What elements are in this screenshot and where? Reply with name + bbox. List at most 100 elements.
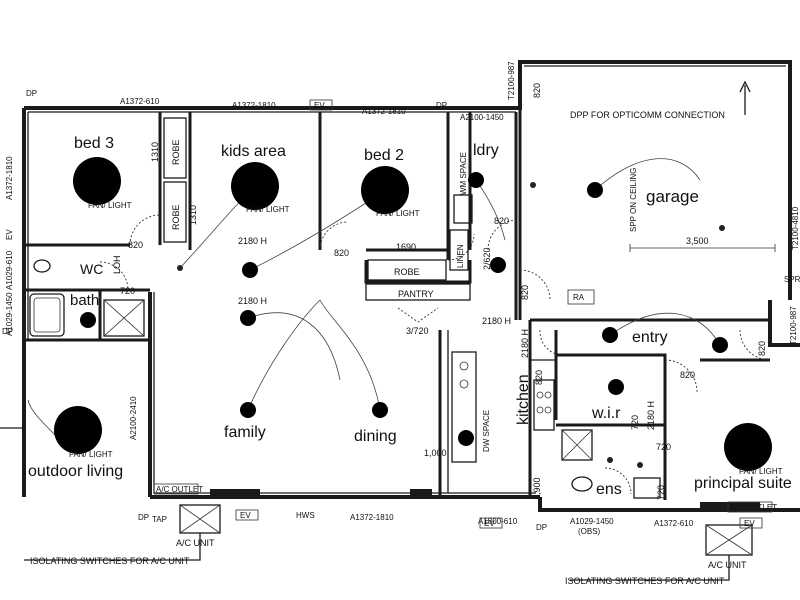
room-bath: bath (70, 292, 99, 309)
light-icon (240, 310, 256, 326)
room-ens: ens (596, 481, 622, 498)
robe-label: ROBE (171, 139, 181, 165)
window-code: A1029-1450 (5, 292, 14, 336)
window-code: A1372-1810 (232, 101, 276, 110)
dp-marker: DP (436, 101, 447, 110)
outlet-strips (210, 489, 760, 508)
light-icon (468, 172, 484, 188)
wm-space-label: WM SPACE (459, 152, 468, 195)
light-icon (712, 337, 728, 353)
window-code: A1372-610 (654, 519, 694, 528)
hws-label: HWS (296, 511, 315, 520)
markers: DP DP DP DP DP EV EV EV EV EV SPR (2, 89, 800, 532)
window-code: A1029-610 (5, 250, 14, 290)
fan-light-bed3 (73, 157, 121, 205)
window-code: T2100-987 (507, 61, 516, 100)
dimension-labels: 820 820 820 820 820 820 820 820 720 720 … (112, 83, 767, 500)
light-icon (608, 379, 624, 395)
window-code: A1029-1450 (570, 517, 614, 526)
room-labels: bed 3 kids area bed 2 ldry garage WC bat… (28, 135, 792, 498)
robe-label: ROBE (171, 204, 181, 230)
fan-light-principal (724, 423, 772, 471)
light-icon (587, 182, 603, 198)
dim-label: 720 (656, 485, 666, 500)
internal-walls (24, 108, 770, 500)
obs-label: (OBS) (578, 527, 601, 536)
dim-label: 1,000 (424, 448, 447, 458)
fan-caption-bed2: FAN/ LIGHT (376, 209, 420, 218)
dw-space-label: DW SPACE (482, 410, 491, 452)
ac-outlet-label-right: A/C OUTLET (730, 503, 777, 512)
ac-units (0, 427, 753, 581)
fan-caption-outdoor: FAN/ LIGHT (69, 450, 113, 459)
pantry-label: PANTRY (398, 289, 434, 299)
window-code: A1372-1810 (350, 513, 394, 522)
room-kids-area: kids area (221, 143, 286, 160)
isolating-switch-note-left: ISOLATING SWITCHES FOR A/C UNIT (30, 556, 190, 566)
dp-marker: DP (138, 513, 149, 522)
ev-marker: EV (484, 519, 495, 528)
dim-label: 720 (120, 286, 135, 296)
room-entry: entry (632, 329, 668, 346)
dim-label: 820 (334, 248, 349, 258)
dim-label: 820 (520, 285, 530, 300)
dim-label: LOH (112, 255, 122, 274)
ev-marker: EV (240, 511, 251, 520)
dim-label: 820 (128, 240, 143, 250)
notes: DPP FOR OPTICOMM CONNECTION SPP ON CEILI… (30, 110, 777, 586)
room-bed3: bed 3 (74, 135, 114, 152)
dim-label: 1,900 (532, 477, 542, 500)
window-code: A2100-2410 (129, 396, 138, 440)
robes (163, 117, 471, 301)
dim-label: 1310 (150, 142, 160, 162)
fan-caption-principal: FAN/ LIGHT (739, 467, 783, 476)
bathroom-fixtures (29, 194, 661, 499)
dim-label: 820 (494, 216, 509, 226)
room-garage: garage (646, 187, 699, 206)
tap-label: TAP (152, 515, 167, 524)
external-walls (22, 60, 800, 512)
dim-label: 2180 H (238, 296, 267, 306)
room-kitchen: kitchen (515, 374, 532, 425)
dp-marker: DP (2, 327, 13, 336)
dim-label: 720 (630, 415, 640, 430)
room-ldry: ldry (473, 142, 499, 159)
dim-label: 2180 H (482, 316, 511, 326)
dim-label: 2180 H (238, 236, 267, 246)
dp-marker: DP (536, 523, 547, 532)
window-code: A1372-1810 (362, 107, 406, 116)
dim-label: 3/720 (406, 326, 429, 336)
garage-dimension (629, 244, 776, 252)
ac-unit-label-right: A/C UNIT (708, 560, 747, 570)
room-dining: dining (354, 428, 397, 445)
door-swings (99, 214, 771, 495)
room-family: family (224, 424, 266, 441)
dim-label: 820 (534, 370, 544, 385)
room-wir: w.i.r (591, 405, 621, 422)
ra-label: RA (573, 293, 585, 302)
dpp-arrow (739, 80, 751, 115)
ac-unit-label-left: A/C UNIT (176, 538, 215, 548)
light-icon (458, 430, 474, 446)
dim-label: 720 (656, 442, 671, 452)
room-principal-suite: principal suite (694, 475, 792, 492)
power-points (177, 182, 725, 468)
linen-label: LINEN (456, 244, 465, 268)
dim-label: 2/620 (482, 247, 492, 270)
fan-light-outdoor (54, 406, 102, 454)
room-bed2: bed 2 (364, 147, 404, 164)
window-code: A2100-1450 (460, 113, 504, 122)
dim-label: 820 (757, 341, 767, 356)
dim-label: 820 (532, 83, 542, 98)
ac-outlet-label-left: A/C OUTLET (156, 485, 203, 494)
isolating-switch-note-right: ISOLATING SWITCHES FOR A/C UNIT (565, 576, 725, 586)
light-icon (242, 262, 258, 278)
dim-label: 2180 H (646, 401, 656, 430)
dp-marker: DP (26, 89, 37, 98)
dim-label: 2180 H (520, 329, 530, 358)
light-icon (240, 402, 256, 418)
ev-marker: EV (314, 101, 325, 110)
dpp-note: DPP FOR OPTICOMM CONNECTION (570, 110, 725, 120)
room-wc: WC (80, 261, 103, 277)
